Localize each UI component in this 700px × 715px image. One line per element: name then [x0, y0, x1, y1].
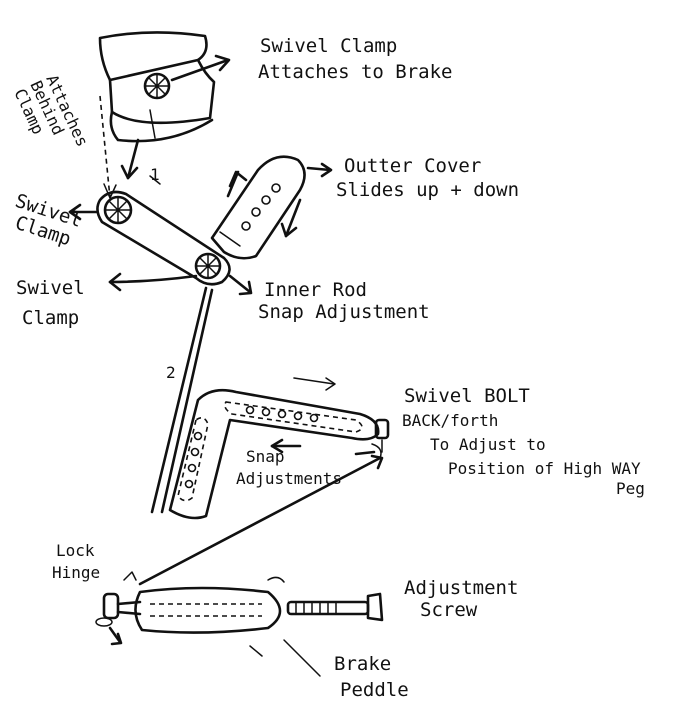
upper-arm-assembly — [96, 155, 306, 286]
label-brake: Brake — [334, 653, 391, 675]
label-attaches-to-brake: Attaches to Brake — [258, 61, 452, 83]
label-adjustments: Adjustments — [236, 469, 342, 488]
middle-snap-assembly — [168, 388, 390, 520]
label-screw: Screw — [420, 599, 478, 621]
label-position-of-highway: Position of High WAY — [448, 459, 641, 478]
label-swivel-clamp-top: Swivel Clamp — [260, 35, 397, 57]
label-hinge: Hinge — [52, 563, 100, 582]
marker-1: 1 — [150, 165, 160, 184]
marker-2: 2 — [166, 363, 176, 382]
label-back-forth: BACK/forth — [402, 411, 498, 430]
label-swivel-lower: Swivel — [16, 277, 85, 299]
label-outer-cover: Outter Cover — [344, 155, 481, 177]
label-to-adjust: To Adjust to — [430, 435, 546, 454]
label-slides-up-down: Slides up + down — [336, 179, 519, 201]
brake-peddle-assembly — [95, 571, 384, 634]
label-peg: Peg — [616, 479, 645, 498]
top-swivel-clamp — [98, 31, 231, 143]
clamp-to-arm-arrow — [126, 138, 140, 180]
attaches-behind-dashed-line — [99, 95, 111, 199]
label-peddle: Peddle — [340, 679, 409, 701]
hinge-to-bolt-rod — [138, 456, 382, 586]
label-inner-rod: Inner Rod — [264, 279, 367, 301]
label-adjustment: Adjustment — [404, 577, 518, 599]
label-snap-adjustment: Snap Adjustment — [258, 301, 430, 323]
label-clamp-lower: Clamp — [22, 307, 79, 329]
label-snap: Snap — [246, 447, 285, 466]
connecting-rod — [150, 286, 208, 514]
label-lock: Lock — [56, 541, 95, 560]
label-swivel-bolt: Swivel BOLT — [404, 385, 530, 407]
